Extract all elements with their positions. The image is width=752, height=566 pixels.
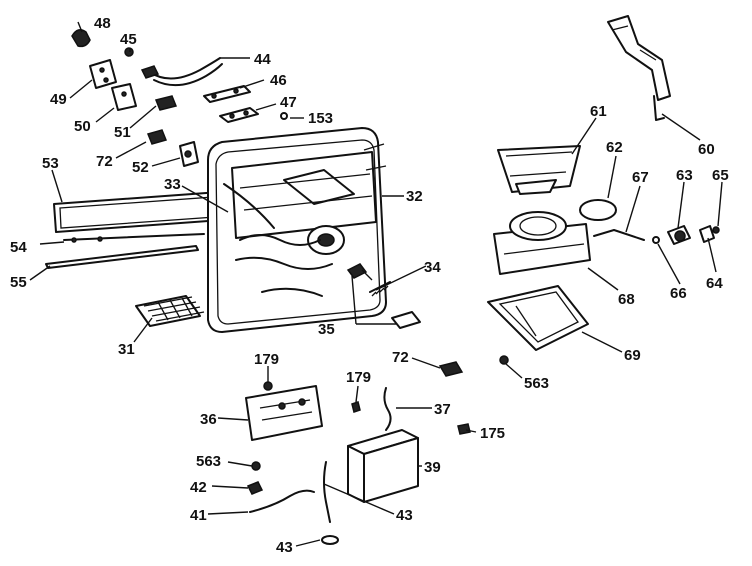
callout-43-right: 43 bbox=[396, 507, 413, 524]
part-72-switch-upper bbox=[146, 129, 168, 145]
part-68-housing bbox=[493, 211, 591, 275]
part-54-strip bbox=[63, 233, 205, 243]
part-43-drain bbox=[321, 461, 339, 545]
callout-64: 64 bbox=[706, 275, 723, 292]
callout-labels: 48 45 44 46 47 153 49 50 51 72 52 53 33 … bbox=[10, 15, 729, 556]
callout-48: 48 bbox=[94, 15, 111, 32]
part-47-bracket bbox=[219, 107, 259, 123]
callout-49: 49 bbox=[50, 91, 67, 108]
part-36-bracket bbox=[245, 385, 323, 441]
callout-563-upper: 563 bbox=[524, 375, 549, 392]
callout-45: 45 bbox=[120, 31, 137, 48]
part-31-grille bbox=[135, 295, 205, 327]
part-41-tube bbox=[249, 489, 315, 513]
leader-lines bbox=[29, 21, 723, 547]
callout-69: 69 bbox=[624, 347, 641, 364]
callout-39: 39 bbox=[424, 459, 441, 476]
callout-32: 32 bbox=[406, 188, 423, 205]
part-66-washer bbox=[652, 236, 660, 244]
callout-44: 44 bbox=[254, 51, 271, 68]
callout-34: 34 bbox=[424, 259, 441, 276]
part-153-screw bbox=[280, 112, 288, 120]
part-563-screw-upper bbox=[499, 355, 509, 365]
callout-66: 66 bbox=[670, 285, 687, 302]
callout-55: 55 bbox=[10, 274, 27, 291]
part-65-screw bbox=[712, 226, 720, 234]
callout-63: 63 bbox=[676, 167, 693, 184]
callout-31: 31 bbox=[118, 341, 135, 358]
callout-41: 41 bbox=[190, 507, 207, 524]
callout-72-lower: 72 bbox=[392, 349, 409, 366]
part-69-base bbox=[487, 285, 589, 351]
callout-153: 153 bbox=[308, 110, 333, 127]
callout-42: 42 bbox=[190, 479, 207, 496]
callout-179-right: 179 bbox=[346, 369, 371, 386]
callout-47: 47 bbox=[280, 94, 297, 111]
callout-35: 35 bbox=[318, 321, 335, 338]
callout-175: 175 bbox=[480, 425, 505, 442]
part-62-blade bbox=[579, 199, 617, 221]
part-55-trim bbox=[45, 245, 199, 269]
callout-61: 61 bbox=[590, 103, 607, 120]
part-32-housing bbox=[207, 127, 387, 333]
part-49-bracket bbox=[89, 59, 117, 89]
part-46-plate bbox=[203, 85, 251, 103]
callout-52: 52 bbox=[132, 159, 149, 176]
part-67-rod bbox=[593, 229, 645, 241]
part-64-clip bbox=[699, 225, 715, 243]
part-50-bracket bbox=[111, 83, 137, 111]
part-175-screw bbox=[457, 423, 471, 435]
callout-68: 68 bbox=[618, 291, 635, 308]
part-53-panel bbox=[53, 191, 223, 233]
part-51-switch bbox=[154, 95, 178, 111]
part-60-bracket bbox=[607, 15, 671, 121]
callout-46: 46 bbox=[270, 72, 287, 89]
callout-54: 54 bbox=[10, 239, 27, 256]
part-63-motor bbox=[667, 225, 691, 245]
part-45-screw bbox=[124, 47, 134, 57]
part-35-fittings bbox=[346, 263, 421, 329]
part-39-box bbox=[347, 429, 419, 503]
part-563-screw-lower bbox=[251, 461, 261, 471]
part-33-tube bbox=[223, 183, 275, 229]
callout-179-left: 179 bbox=[254, 351, 279, 368]
callout-50: 50 bbox=[74, 118, 91, 135]
part-37-wire bbox=[383, 387, 392, 431]
part-42-clip bbox=[246, 481, 264, 495]
part-34-heater bbox=[369, 281, 391, 297]
callout-563-lower: 563 bbox=[196, 453, 221, 470]
callout-33: 33 bbox=[164, 176, 181, 193]
part-179-screw-right bbox=[351, 401, 361, 413]
callout-65: 65 bbox=[712, 167, 729, 184]
part-179-screw-left bbox=[263, 381, 273, 391]
callout-60: 60 bbox=[698, 141, 715, 158]
callout-62: 62 bbox=[606, 139, 623, 156]
part-52-switch bbox=[179, 141, 199, 167]
callout-36: 36 bbox=[200, 411, 217, 428]
part-72-switch-lower bbox=[438, 361, 464, 377]
callout-67: 67 bbox=[632, 169, 649, 186]
part-44-tube bbox=[140, 57, 223, 87]
callout-53: 53 bbox=[42, 155, 59, 172]
part-48-clip bbox=[71, 29, 91, 48]
callout-43-bottom: 43 bbox=[276, 539, 293, 556]
callout-72-upper: 72 bbox=[96, 153, 113, 170]
part-61-shroud bbox=[497, 145, 581, 195]
callout-51: 51 bbox=[114, 124, 131, 141]
callout-37: 37 bbox=[434, 401, 451, 418]
